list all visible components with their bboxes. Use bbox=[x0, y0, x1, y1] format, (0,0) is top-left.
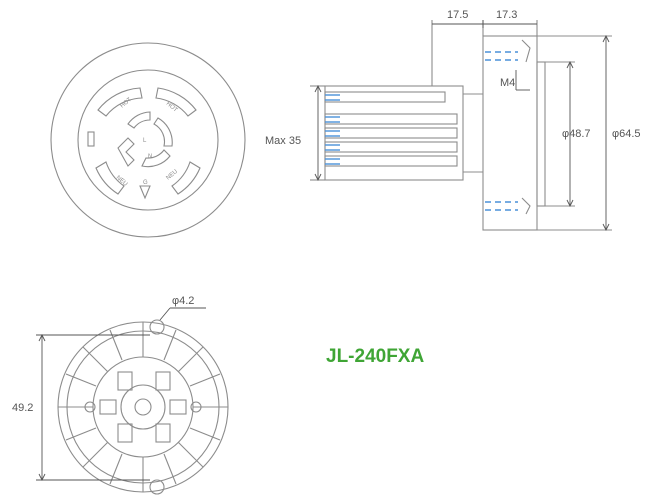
svg-text:G: G bbox=[143, 180, 148, 186]
dim-hole-dia: φ4.2 bbox=[172, 295, 194, 307]
side-view-dimension-text: 17.5 17.3 M4 Max 35 φ48.7 φ64.5 bbox=[265, 9, 641, 147]
rear-view-dimension-text: φ4.2 49.2 bbox=[12, 295, 194, 414]
dim-height: 49.2 bbox=[12, 402, 33, 414]
dim-17-3: 17.3 bbox=[496, 9, 517, 21]
svg-text:HOT: HOT bbox=[119, 97, 133, 110]
front-view bbox=[50, 42, 246, 238]
dim-outer-dia: φ64.5 bbox=[612, 128, 641, 140]
dim-17-5: 17.5 bbox=[447, 9, 468, 21]
svg-text:L: L bbox=[143, 138, 147, 144]
model-name: JL-240FXA bbox=[326, 346, 424, 367]
svg-text:NEU: NEU bbox=[115, 175, 129, 188]
svg-text:NEU: NEU bbox=[165, 169, 179, 182]
side-view-dimension-lines bbox=[314, 20, 610, 232]
dim-max-35: Max 35 bbox=[265, 135, 301, 147]
svg-text:N: N bbox=[148, 154, 152, 160]
side-view bbox=[310, 20, 612, 231]
svg-text:HOT: HOT bbox=[165, 101, 179, 114]
wires bbox=[325, 51, 518, 211]
rear-view-dimensions bbox=[36, 307, 206, 482]
dim-thread: M4 bbox=[500, 77, 515, 89]
rear-view bbox=[57, 319, 229, 495]
dim-inner-dia: φ48.7 bbox=[562, 128, 591, 140]
